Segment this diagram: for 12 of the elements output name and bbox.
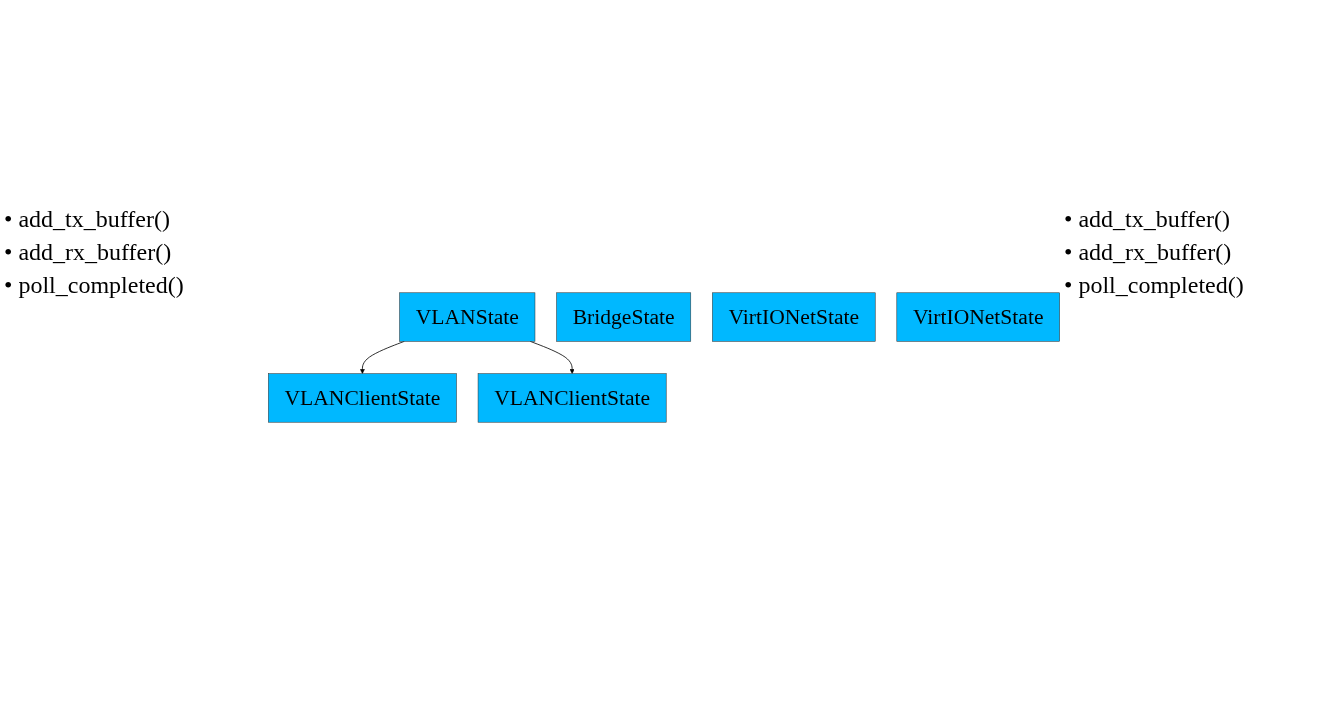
method-list-item: • add_tx_buffer() <box>1064 206 1231 233</box>
node-box: VLANClientState <box>477 373 667 423</box>
node-box: VirtIONetState <box>896 292 1060 342</box>
method-list-item: • add_rx_buffer() <box>4 239 173 266</box>
method-list-item: • add_rx_buffer() <box>1064 239 1233 266</box>
method-list-item: • poll_completed() <box>1064 272 1245 299</box>
node-box: VirtIONetState <box>712 292 876 342</box>
node-box: VLANClientState <box>268 373 457 423</box>
method-list-item: • add_tx_buffer() <box>4 206 171 233</box>
node-box: VLANState <box>399 292 536 342</box>
node-box: BridgeState <box>556 292 692 342</box>
method-list-item: • poll_completed() <box>4 272 185 299</box>
